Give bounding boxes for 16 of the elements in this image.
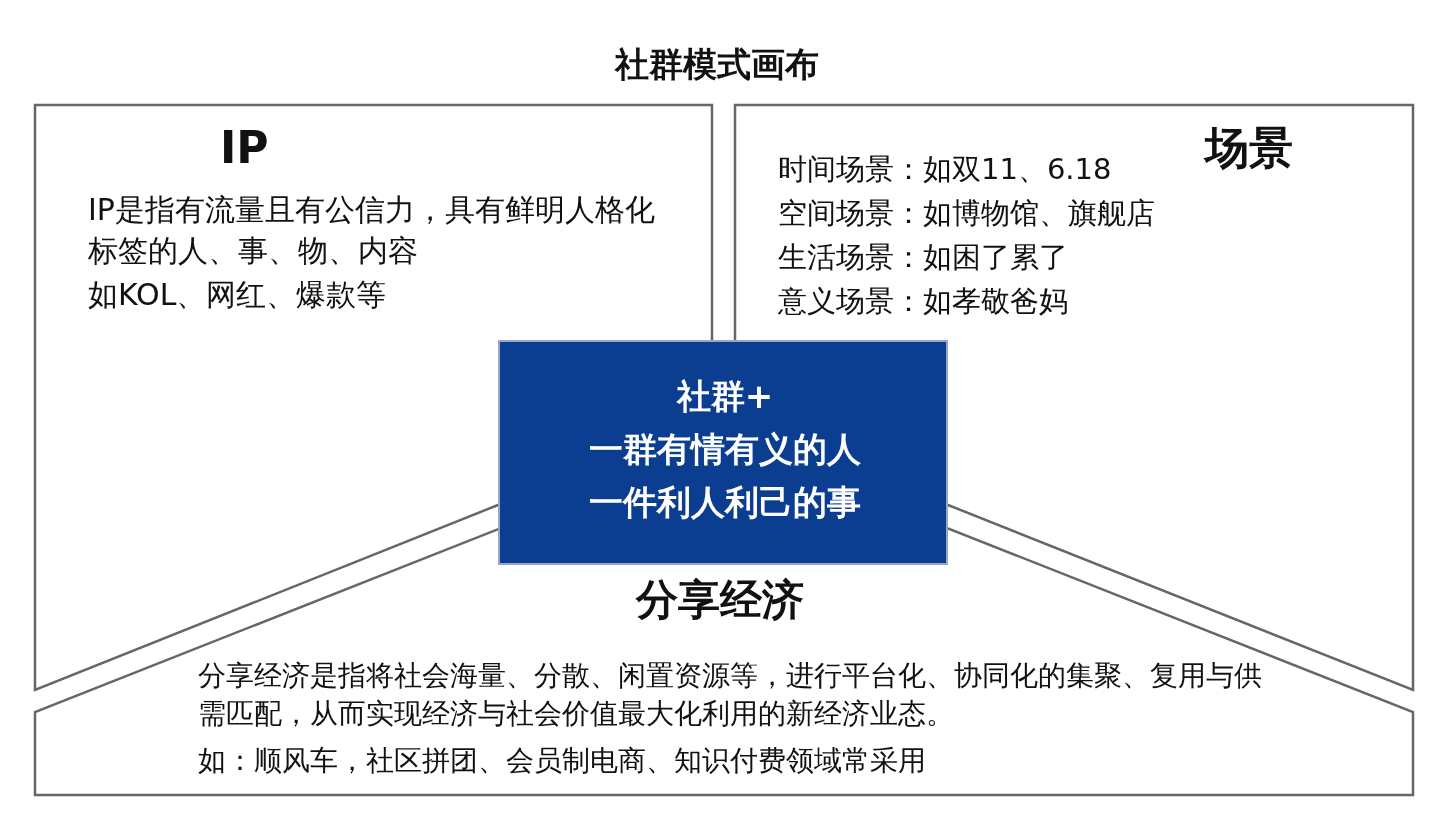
panel-text: 时间场景：如双11、6.18	[778, 151, 1113, 188]
panel-text: 分享经济是指将社会海量、分散、闲置资源等，进行平台化、协同化的集聚、复用与供需匹配，从而实现经济与社会价值最大化利用的新经济业态。	[198, 658, 1263, 732]
center-box	[498, 340, 948, 565]
box-text: 社群+	[675, 375, 775, 418]
panel-heading: IP	[220, 121, 270, 175]
panel-text: 意义场景：如孝敬爸妈	[778, 283, 1069, 320]
box-text: 一群有情有义的人	[588, 428, 862, 471]
diagram-title: 社群模式画布	[613, 43, 820, 86]
panel-text: IP是指有流量且有公信力，具有鲜明人格化标签的人、事、物、内容	[88, 191, 656, 270]
box-text: 一件利人利己的事	[588, 481, 862, 524]
panel-text: 如：顺风车，社区拼团、会员制电商、知识付费领域常采用	[198, 743, 927, 779]
panel-text: 空间场景：如博物馆、旗舰店	[778, 195, 1156, 232]
panel-heading: 分享经济	[634, 574, 805, 626]
panel-text: 如KOL、网红、爆款等	[88, 276, 388, 314]
panel-text: 生活场景：如困了累了	[778, 239, 1069, 276]
panel-heading: 场景	[1205, 121, 1294, 175]
